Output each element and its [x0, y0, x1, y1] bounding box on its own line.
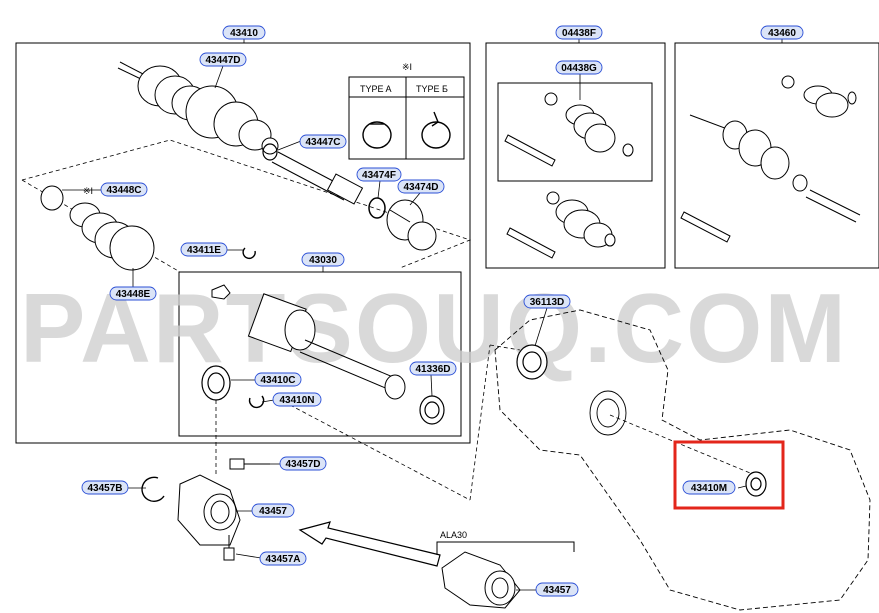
- snap-ring-43410n[interactable]: [248, 395, 265, 409]
- bearing-bracket-43457-ala30[interactable]: [441, 551, 521, 609]
- callout-43457[interactable]: 43457: [251, 503, 295, 518]
- callout-43410m[interactable]: 43410M: [682, 480, 736, 495]
- callout-43447c[interactable]: 43447C: [299, 134, 347, 149]
- clip-43457b[interactable]: [141, 476, 165, 503]
- transaxle-case[interactable]: [494, 309, 871, 611]
- svg-text:36113D: 36113D: [530, 297, 564, 308]
- svg-text:43410M: 43410M: [691, 483, 727, 494]
- callout-43457d[interactable]: 43457D: [279, 456, 327, 471]
- svg-text:04438G: 04438G: [561, 63, 597, 74]
- note-mark-43448c: ※I: [83, 186, 93, 196]
- ala30-bracket-frame: [436, 541, 575, 555]
- frame-43460: [674, 42, 879, 269]
- drive-shaft-assembly[interactable]: [117, 61, 364, 205]
- svg-text:43411E: 43411E: [187, 245, 221, 256]
- inner-joint-43030[interactable]: [211, 284, 406, 400]
- clamp-type-b[interactable]: [421, 111, 451, 149]
- svg-text:43457A: 43457A: [265, 554, 300, 565]
- drive-shaft-43460[interactable]: [680, 75, 861, 243]
- svg-text:43030: 43030: [309, 255, 337, 266]
- callout-41336d[interactable]: 41336D: [409, 361, 457, 376]
- svg-text:43474D: 43474D: [403, 182, 438, 193]
- callout-43448e[interactable]: 43448E: [109, 286, 157, 301]
- callout-43474f[interactable]: 43474F: [356, 167, 402, 182]
- callout-43457a[interactable]: 43457A: [259, 551, 307, 566]
- boot-kit-04438g[interactable]: [504, 92, 634, 167]
- callout-43447d[interactable]: 43447D: [199, 52, 247, 67]
- callout-43411e[interactable]: 43411E: [180, 242, 228, 257]
- snap-ring-43474f[interactable]: [368, 197, 386, 219]
- snap-ring-43411e[interactable]: [242, 247, 256, 259]
- seal-43410m[interactable]: [745, 471, 767, 497]
- callout-43410c[interactable]: 43410C: [254, 372, 302, 387]
- svg-text:43457D: 43457D: [285, 459, 320, 470]
- seal-41336d[interactable]: [419, 395, 445, 425]
- svg-text:43474F: 43474F: [362, 170, 396, 181]
- boot-kit-04438f-lower[interactable]: [506, 191, 616, 259]
- note-mark: ※I: [402, 62, 412, 72]
- callout-43474d[interactable]: 43474D: [397, 179, 445, 194]
- damper-43474d[interactable]: [386, 199, 437, 251]
- svg-text:43448C: 43448C: [106, 185, 141, 196]
- bearing-36113d[interactable]: [516, 344, 548, 380]
- callout-43448c[interactable]: 43448C: [100, 182, 148, 197]
- svg-text:43457: 43457: [543, 585, 571, 596]
- svg-text:43410N: 43410N: [279, 395, 314, 406]
- bearing-43410c[interactable]: [201, 365, 231, 401]
- svg-text:41336D: 41336D: [415, 364, 450, 375]
- ala30-label: ALA30: [440, 530, 467, 540]
- callout-04438g[interactable]: 04438G: [555, 60, 603, 75]
- callout-43410n[interactable]: 43410N: [272, 392, 322, 407]
- clamp-type-a[interactable]: [362, 121, 392, 149]
- callout-43410[interactable]: 43410: [222, 25, 266, 40]
- svg-text:43448E: 43448E: [116, 289, 151, 300]
- callout-04438f[interactable]: 04438F: [555, 25, 603, 40]
- arrow-to-bracket: [298, 521, 441, 567]
- svg-text:43460: 43460: [768, 28, 796, 39]
- frame-type-box: [348, 76, 465, 160]
- frame-43410: [15, 42, 471, 444]
- bolt-43457a[interactable]: [223, 535, 235, 561]
- callout-43460[interactable]: 43460: [760, 25, 804, 40]
- leader-lines: [62, 38, 783, 591]
- bearing-bracket-43457[interactable]: [177, 474, 241, 546]
- type-b-label: TYPE Б: [416, 84, 448, 94]
- frame-43030: [178, 271, 462, 437]
- highlight-43410m: [673, 440, 785, 510]
- svg-text:43410C: 43410C: [260, 375, 295, 386]
- svg-text:43447D: 43447D: [205, 55, 240, 66]
- type-a-label: TYPE A: [360, 84, 392, 94]
- boot-43448e[interactable]: [40, 185, 155, 271]
- callout-36113d[interactable]: 36113D: [523, 294, 571, 309]
- svg-text:43457B: 43457B: [87, 483, 122, 494]
- callout-43030[interactable]: 43030: [301, 252, 345, 267]
- frame-04438F: [485, 42, 666, 269]
- svg-text:43457: 43457: [259, 506, 287, 517]
- callout-43457-ala30[interactable]: 43457: [535, 582, 579, 597]
- svg-text:04438F: 04438F: [562, 28, 596, 39]
- svg-text:43447C: 43447C: [305, 137, 340, 148]
- bolt-43457d[interactable]: [229, 458, 270, 470]
- clamp-ring-43447c[interactable]: [262, 143, 278, 161]
- svg-text:43410: 43410: [230, 28, 258, 39]
- callout-43457b[interactable]: 43457B: [81, 480, 129, 495]
